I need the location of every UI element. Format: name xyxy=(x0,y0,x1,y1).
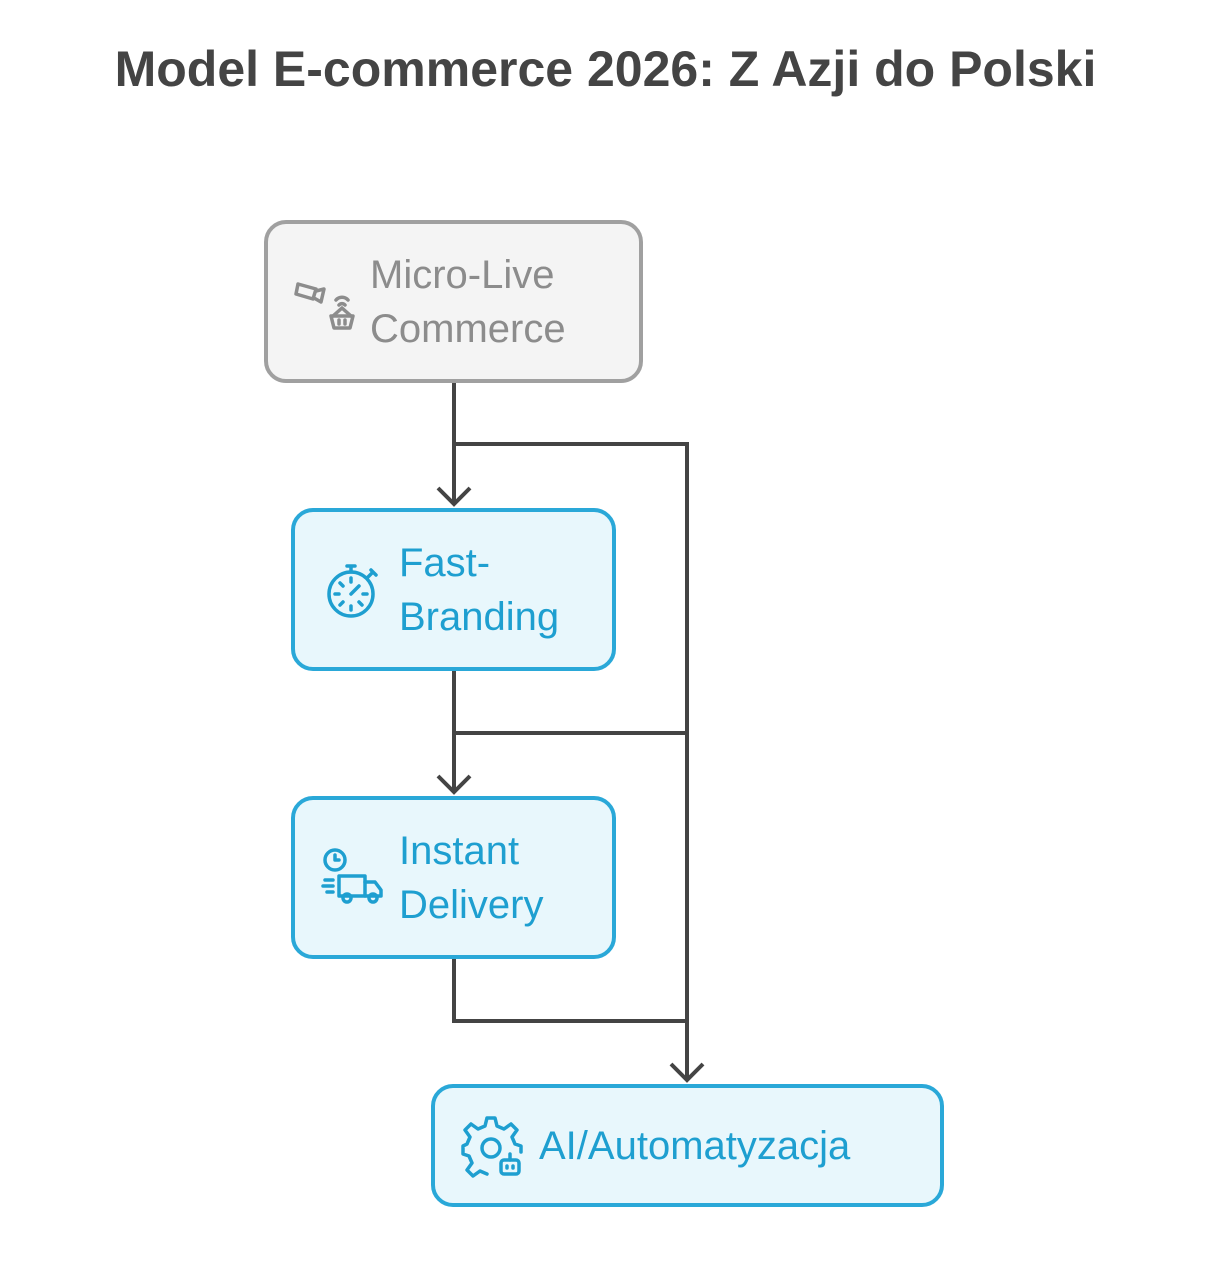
stopwatch-icon xyxy=(327,563,378,618)
node-ai-automatyzacja[interactable]: AI/Automatyzacja xyxy=(431,1084,944,1207)
node-micro-live-commerce[interactable]: Micro-Live Commerce xyxy=(264,220,643,383)
node-fast-branding[interactable]: Fast- Branding xyxy=(291,508,616,671)
node-label: AI/Automatyzacja xyxy=(539,1123,851,1168)
arrowhead xyxy=(436,486,472,507)
connector-micro-to-ai xyxy=(454,442,689,1080)
live-stream-basket-icon xyxy=(294,281,355,330)
node-label-line1: Instant xyxy=(399,828,520,873)
node-label-line1: Fast- xyxy=(399,540,491,585)
node-label-line1: Micro-Live xyxy=(370,252,555,297)
arrowhead xyxy=(436,774,472,795)
diagram-title: Model E-commerce 2026: Z Azji do Polski xyxy=(114,41,1097,97)
arrowhead xyxy=(669,1062,705,1083)
node-instant-delivery[interactable]: Instant Delivery xyxy=(291,796,616,959)
node-label-line2: Branding xyxy=(399,594,560,639)
connector-instant-to-ai xyxy=(452,958,687,1023)
gear-robot-icon xyxy=(461,1115,523,1178)
node-label-line2: Delivery xyxy=(399,882,544,927)
clock-truck-icon xyxy=(321,847,383,904)
node-label-line2: Commerce xyxy=(370,306,566,351)
